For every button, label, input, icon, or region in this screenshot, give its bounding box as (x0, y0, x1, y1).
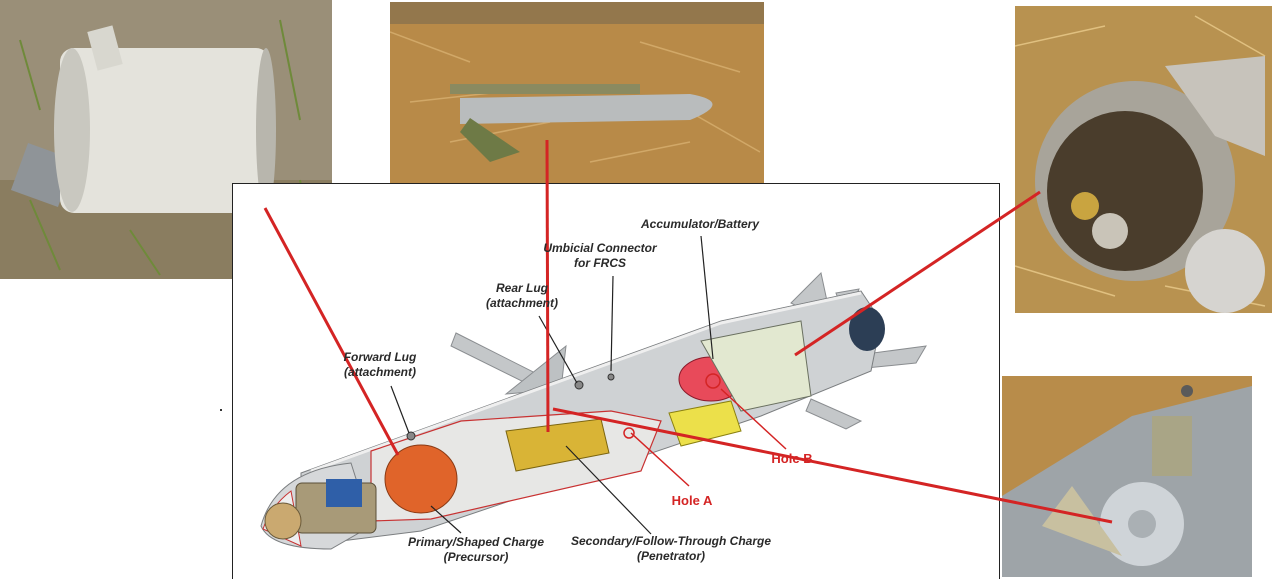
label-secondary-charge: Secondary/Follow-Through Charge (Penetra… (570, 534, 771, 563)
label-hole-b: Hole B (771, 451, 813, 466)
photo-tail-section (1015, 6, 1272, 313)
label-forward-lug: Forward Lug (attachment) (343, 350, 417, 379)
label-accumulator-battery: Accumulator/Battery (640, 217, 760, 231)
photo-munition-in-field (390, 2, 764, 184)
stray-dot (220, 409, 222, 411)
label-hole-a: Hole A (671, 493, 713, 508)
label-umbilical-connector: Umbicial Connector for FRCS (543, 241, 657, 270)
label-primary-charge: Primary/Shaped Charge (Precursor) (407, 535, 545, 564)
photo-lug-closeup (1002, 376, 1252, 577)
label-rear-lug: Rear Lug (attachment) (485, 281, 558, 310)
